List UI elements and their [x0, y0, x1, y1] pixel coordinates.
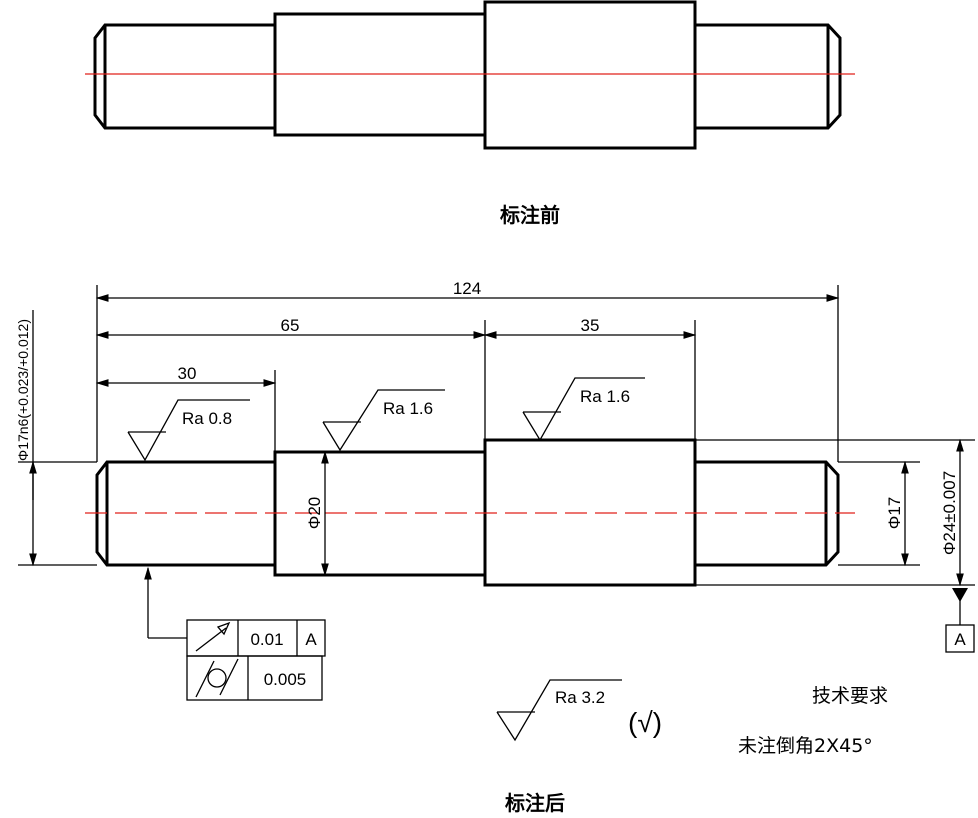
- dim-124: 124: [453, 279, 481, 298]
- dim-65: 65: [281, 316, 300, 335]
- tolerance-frame: [144, 566, 326, 701]
- roughness-general-suffix: (√): [628, 707, 662, 738]
- cylindricity-value: 0.005: [264, 670, 307, 689]
- runout-datum: A: [305, 630, 317, 649]
- cylindricity-icon: [195, 658, 239, 698]
- runout-icon: [195, 621, 231, 652]
- shaft-after: [85, 438, 855, 587]
- roughness-3: Ra 1.6: [580, 387, 630, 406]
- datum-label: A: [954, 630, 966, 649]
- notes-title: 技术要求: [812, 685, 888, 707]
- dim-30: 30: [178, 364, 197, 383]
- roughness-general: Ra 3.2: [555, 688, 605, 707]
- roughness-symbols: [127, 377, 645, 742]
- dim-left-dia: Φ17n6(+0.023/+0.012): [15, 319, 31, 461]
- shaft-before: [85, 0, 855, 150]
- dim-35: 35: [581, 316, 600, 335]
- caption-after: 标注后: [505, 791, 565, 815]
- roughness-1: Ra 0.8: [182, 409, 232, 428]
- notes-line1: 未注倒角2X45°: [738, 735, 873, 757]
- runout-value: 0.01: [250, 630, 283, 649]
- dim-mid-dia: Φ20: [305, 497, 324, 529]
- dimensions: [18, 285, 975, 587]
- dim-right-dia: Φ17: [885, 497, 904, 529]
- roughness-2: Ra 1.6: [383, 399, 433, 418]
- caption-before: 标注前: [500, 203, 560, 227]
- dim-big-dia: Φ24±0.007: [940, 471, 959, 555]
- datum-symbol: [945, 588, 975, 653]
